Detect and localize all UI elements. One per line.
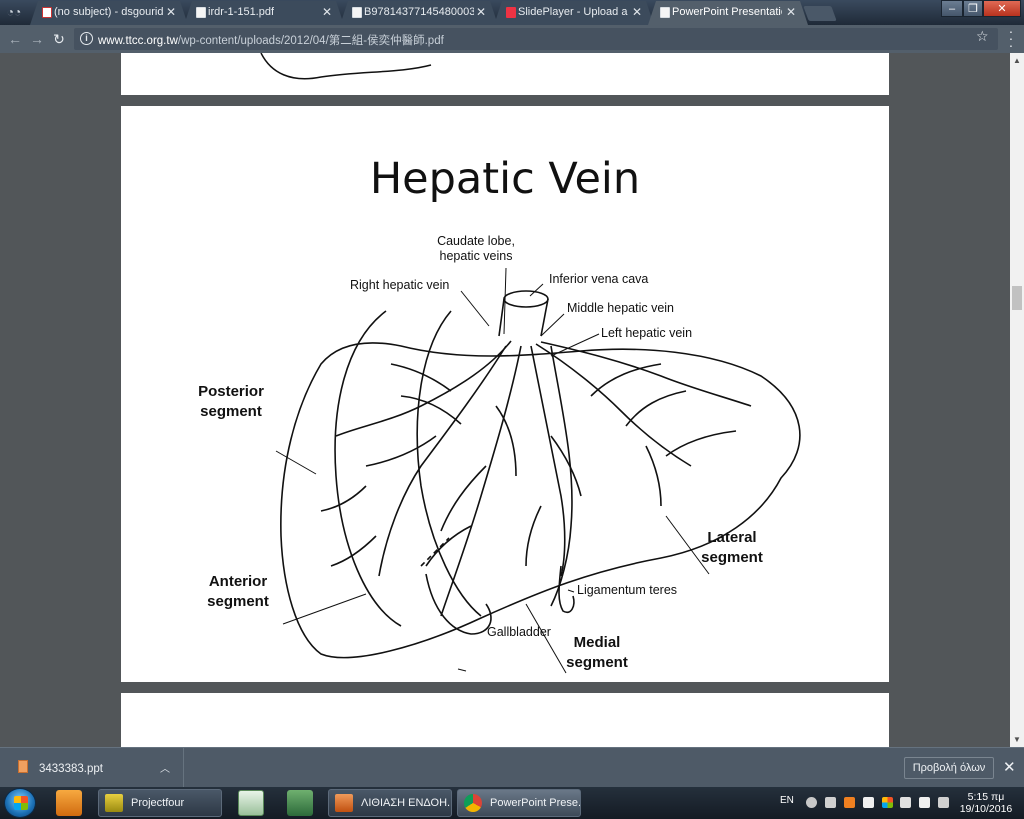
ppt-file-icon <box>18 760 28 773</box>
label-ligamentum-teres: Ligamentum teres <box>577 583 678 597</box>
pdf-viewer: Hepatic Vein <box>0 53 1010 747</box>
windows-taskbar: Projectfour ΛΙΘΙΑΣΗ ΕΝΔΟΗ... PowerPoint … <box>0 787 1024 819</box>
vertical-scrollbar[interactable]: ▲ ▼ <box>1010 53 1024 747</box>
clock-date: 19/10/2016 <box>959 803 1013 815</box>
label-inferior-vena-cava: Inferior vena cava <box>549 272 649 286</box>
tab-irdr-pdf[interactable]: irdr-1-151.pdf ✕ <box>184 1 344 25</box>
pdf-page-slide: Hepatic Vein <box>121 106 889 682</box>
chrome-icon <box>464 794 482 812</box>
bookmark-star-icon[interactable]: ☆ <box>976 28 989 44</box>
action-center-flag-icon[interactable] <box>919 797 930 808</box>
address-bar[interactable]: i www.ttcc.org.tw/wp-content/uploads/201… <box>74 28 998 50</box>
download-item[interactable]: 3433383.ppt ︿ <box>0 748 184 788</box>
hepatic-vein-diagram <box>275 267 801 674</box>
label-medial-segment: Medial segment <box>566 634 628 671</box>
label-caudate-lobe: Caudate lobe, hepatic veins <box>437 234 515 263</box>
office-icon[interactable] <box>882 797 893 808</box>
slideplayer-icon <box>506 7 516 18</box>
tab-close-icon[interactable]: ✕ <box>785 5 796 19</box>
tab-label: irdr-1-151.pdf <box>208 6 275 18</box>
label-anterior-segment: Anterior segment <box>207 573 269 610</box>
pdf-page-previous <box>121 53 889 95</box>
menu-icon[interactable]: ··· <box>1008 23 1014 53</box>
app-icon <box>105 794 123 812</box>
label-gallbladder: Gallbladder <box>487 625 551 639</box>
forward-icon[interactable]: → <box>30 31 44 47</box>
tab-b978-pdf[interactable]: B9781437714548000394_f ✕ <box>340 1 498 25</box>
media-player-icon[interactable] <box>56 790 82 816</box>
system-clock[interactable]: 5:15 πμ 19/10/2016 <box>958 791 1014 815</box>
info-icon[interactable]: i <box>80 32 93 45</box>
volume-muted-icon[interactable] <box>825 797 836 808</box>
clock-time: 5:15 πμ <box>967 791 1005 803</box>
download-bar: 3433383.ppt ︿ Προβολή όλων ✕ <box>0 747 1024 788</box>
label-middle-hepatic-vein: Middle hepatic vein <box>567 301 675 315</box>
scrollbar-thumb[interactable] <box>1012 286 1022 310</box>
address-url[interactable]: www.ttcc.org.tw/wp-content/uploads/2012/… <box>98 35 444 47</box>
tab-label: (no subject) - dsgouridi <box>54 6 164 18</box>
show-all-downloads-button[interactable]: Προβολή όλων <box>904 757 994 779</box>
taskbar-app-projectfour[interactable]: Projectfour <box>98 789 222 817</box>
language-indicator[interactable]: EN <box>780 795 794 806</box>
tab-close-icon[interactable]: ✕ <box>165 5 176 19</box>
tab-slideplayer[interactable]: SlidePlayer - Upload and ✕ <box>494 1 654 25</box>
tab-close-icon[interactable]: ✕ <box>475 5 486 19</box>
tray-icon[interactable] <box>806 797 817 808</box>
document-icon <box>196 7 206 18</box>
tab-strip: ◔◔ (no subject) - dsgouridi ✕ irdr-1-151… <box>0 0 1024 25</box>
incognito-icon: ◔◔ <box>6 5 22 19</box>
close-download-bar-icon[interactable]: ✕ <box>1003 759 1016 776</box>
slide-title: Hepatic Vein <box>369 154 641 204</box>
tab-close-icon[interactable]: ✕ <box>631 5 642 19</box>
powerpoint-icon <box>335 794 353 812</box>
download-filename[interactable]: 3433383.ppt <box>39 763 103 775</box>
calculator-icon[interactable] <box>238 790 264 816</box>
previous-page-drawing <box>260 53 432 80</box>
gmail-icon <box>42 7 52 18</box>
tab-gmail[interactable]: (no subject) - dsgouridi ✕ <box>30 1 188 25</box>
label-posterior-segment: Posterior segment <box>198 383 264 420</box>
label-lateral-segment: Lateral segment <box>701 529 763 566</box>
recycle-bin-icon[interactable] <box>287 790 313 816</box>
start-button[interactable] <box>4 788 36 818</box>
tray-app-icon[interactable] <box>844 797 855 808</box>
network-icon[interactable] <box>900 797 911 808</box>
tab-label: SlidePlayer - Upload and <box>518 6 628 18</box>
windows-logo-icon <box>14 796 28 810</box>
pdf-page-next <box>121 693 889 747</box>
chevron-up-icon[interactable]: ︿ <box>160 764 170 775</box>
label-right-hepatic-vein: Right hepatic vein <box>350 278 450 292</box>
taskbar-app-document[interactable]: ΛΙΘΙΑΣΗ ΕΝΔΟΗ... <box>328 789 452 817</box>
tab-label: B9781437714548000394_f <box>364 6 474 18</box>
scroll-up-icon[interactable]: ▲ <box>1013 56 1021 65</box>
browser-toolbar: ← → ↻ i www.ttcc.org.tw/wp-content/uploa… <box>0 23 1024 53</box>
tab-label: PowerPoint Presentation <box>672 6 782 18</box>
new-tab-button[interactable] <box>803 6 837 21</box>
label-left-hepatic-vein: Left hepatic vein <box>601 326 693 340</box>
document-tray-icon[interactable] <box>863 797 874 808</box>
tab-close-icon[interactable]: ✕ <box>321 5 332 19</box>
back-icon[interactable]: ← <box>8 31 22 47</box>
tab-powerpoint[interactable]: PowerPoint Presentation ✕ <box>648 1 808 25</box>
tray-v-icon[interactable] <box>938 797 949 808</box>
document-icon <box>660 7 670 18</box>
maximize-button[interactable]: ❐ <box>963 0 983 17</box>
taskbar-app-chrome[interactable]: PowerPoint Prese... <box>457 789 581 817</box>
reload-icon[interactable]: ↻ <box>53 31 65 47</box>
scroll-down-icon[interactable]: ▼ <box>1013 735 1021 744</box>
close-window-button[interactable]: ✕ <box>983 0 1021 17</box>
minimize-button[interactable]: ‒ <box>941 0 963 17</box>
document-icon <box>352 7 362 18</box>
